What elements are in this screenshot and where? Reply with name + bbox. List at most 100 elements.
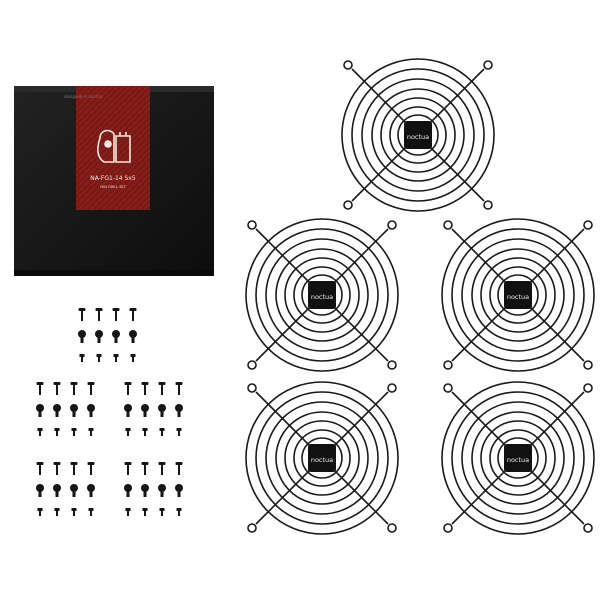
screw <box>142 508 148 516</box>
grill-logo-text: noctua <box>311 456 333 464</box>
screw <box>54 508 60 516</box>
screw <box>36 404 44 417</box>
screw <box>141 382 149 395</box>
screw <box>124 382 132 395</box>
mounting-hole <box>443 220 453 230</box>
mounting-hole <box>583 523 593 533</box>
screw <box>53 382 61 395</box>
mounting-hole <box>583 220 593 230</box>
screw <box>78 330 86 343</box>
screw <box>70 484 78 497</box>
mounting-hole <box>343 60 353 70</box>
screw <box>37 428 43 436</box>
screw <box>129 308 137 321</box>
screw <box>70 462 78 475</box>
screw <box>112 330 120 343</box>
grill-hub <box>504 281 532 309</box>
screw <box>95 308 103 321</box>
screw <box>158 484 166 497</box>
mounting-hole <box>247 220 257 230</box>
screw <box>158 462 166 475</box>
mounting-hole <box>443 523 453 533</box>
screw <box>124 404 132 417</box>
mounting-hole <box>387 220 397 230</box>
screw <box>95 330 103 343</box>
screw <box>53 404 61 417</box>
grill-logo-text: noctua <box>507 456 529 464</box>
mounting-hole <box>583 383 593 393</box>
screw <box>71 428 77 436</box>
screw <box>87 404 95 417</box>
screw <box>36 484 44 497</box>
box-sub-label: FAN GRILL SET <box>100 185 126 189</box>
mounting-hole <box>483 60 493 70</box>
screw <box>125 508 131 516</box>
screw <box>129 330 137 343</box>
screw <box>96 354 102 362</box>
screw <box>176 508 182 516</box>
screw <box>71 508 77 516</box>
screw <box>124 484 132 497</box>
screw <box>113 354 119 362</box>
screw-group <box>124 382 183 436</box>
screw <box>124 462 132 475</box>
screw <box>176 428 182 436</box>
screw <box>159 428 165 436</box>
screw <box>54 428 60 436</box>
screw <box>87 462 95 475</box>
screw <box>53 484 61 497</box>
fan-grills: noctua noctua noctua noctua noctua <box>245 58 595 535</box>
screw <box>88 508 94 516</box>
mounting-hole <box>387 523 397 533</box>
mounting-hole <box>483 200 493 210</box>
grill-logo-text: noctua <box>311 293 333 301</box>
fan-grill: noctua <box>245 218 399 372</box>
grill-logo-text: noctua <box>507 293 529 301</box>
grill-hub <box>308 444 336 472</box>
screw <box>79 354 85 362</box>
screw <box>70 404 78 417</box>
screw <box>125 428 131 436</box>
screw <box>141 462 149 475</box>
mounting-hole <box>443 360 453 370</box>
screw-sets <box>36 308 183 516</box>
screw <box>87 484 95 497</box>
screw <box>37 508 43 516</box>
mounting-hole <box>387 383 397 393</box>
grill-logo-text: noctua <box>407 133 429 141</box>
grill-hub <box>308 281 336 309</box>
screw-group <box>124 462 183 516</box>
screw <box>53 462 61 475</box>
fan-grill: noctua <box>441 381 595 535</box>
screw <box>175 462 183 475</box>
screw-group <box>36 462 95 516</box>
screw <box>87 382 95 395</box>
box-model-label: NA-FG1-14 Sx5 <box>90 175 136 182</box>
box-label-panel <box>76 86 150 210</box>
mounting-hole <box>247 523 257 533</box>
screw <box>36 382 44 395</box>
screw <box>36 462 44 475</box>
screw <box>141 484 149 497</box>
fan-grill: noctua <box>245 381 399 535</box>
screw <box>78 308 86 321</box>
grill-hub <box>504 444 532 472</box>
mounting-hole <box>583 360 593 370</box>
screw <box>142 428 148 436</box>
screw <box>158 382 166 395</box>
screw <box>88 428 94 436</box>
screw <box>112 308 120 321</box>
fan-grill: noctua <box>341 58 495 212</box>
mounting-hole <box>247 360 257 370</box>
mounting-hole <box>387 360 397 370</box>
grill-hub <box>404 121 432 149</box>
mounting-hole <box>443 383 453 393</box>
screw-group <box>36 382 95 436</box>
box-tagline: designed in austria <box>64 94 103 99</box>
mounting-hole <box>247 383 257 393</box>
screw <box>130 354 136 362</box>
screw <box>175 484 183 497</box>
noctua-owl-logo <box>97 129 131 163</box>
screw <box>159 508 165 516</box>
